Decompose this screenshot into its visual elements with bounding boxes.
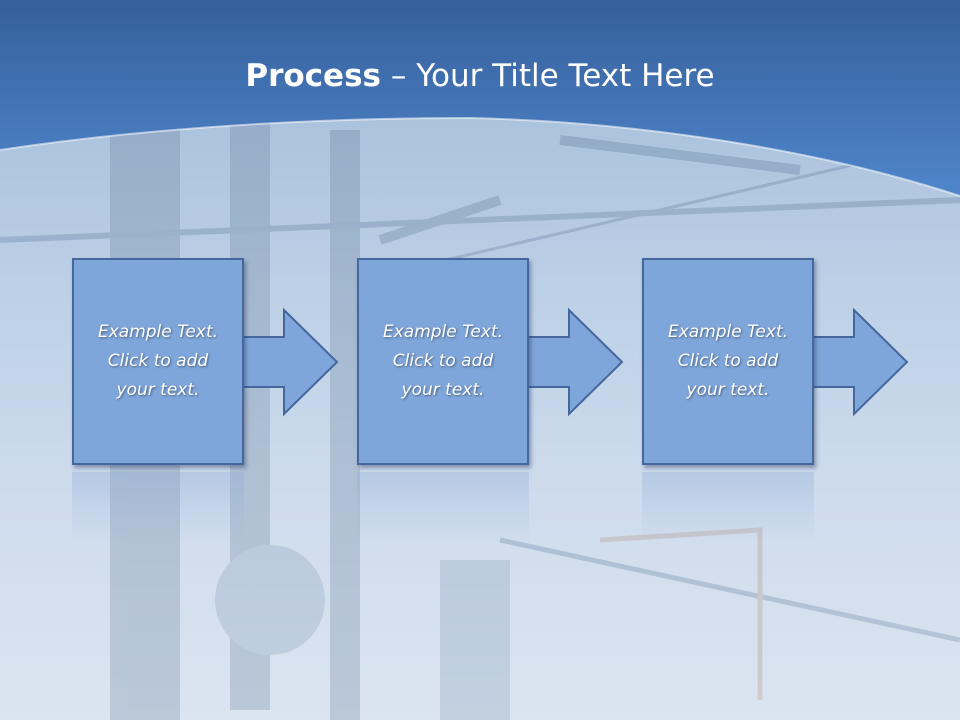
step-text-line: Click to add	[107, 351, 209, 371]
step-text[interactable]: Example Text. Click to add your text.	[357, 258, 529, 465]
step-box	[357, 258, 529, 465]
header-band	[0, 0, 960, 197]
title-rest-text: – Your Title Text Here	[381, 58, 715, 94]
step-text-line: Click to add	[677, 351, 779, 371]
title-bold-text: Process	[245, 58, 381, 94]
process-step-3[interactable]: Example Text. Click to add your text.	[642, 255, 912, 469]
step-box	[72, 258, 244, 465]
slide-title[interactable]: Process – Your Title Text Here	[0, 56, 960, 96]
step-reflection	[357, 472, 529, 542]
step-text-line: Click to add	[392, 351, 494, 371]
step-reflection	[642, 472, 814, 542]
step-text-line: Example Text.	[667, 322, 789, 342]
process-step-2[interactable]: Example Text. Click to add your text.	[357, 255, 627, 469]
step-reflection	[72, 472, 244, 542]
step-text-line: your text.	[116, 380, 200, 400]
step-box	[642, 258, 814, 465]
step-text-line: your text.	[686, 380, 770, 400]
step-text-line: Example Text.	[97, 322, 219, 342]
step-text[interactable]: Example Text. Click to add your text.	[642, 258, 814, 465]
step-text-line: Example Text.	[382, 322, 504, 342]
step-text[interactable]: Example Text. Click to add your text.	[72, 258, 244, 465]
step-text-line: your text.	[401, 380, 485, 400]
process-step-1[interactable]: Example Text. Click to add your text.	[72, 255, 342, 469]
